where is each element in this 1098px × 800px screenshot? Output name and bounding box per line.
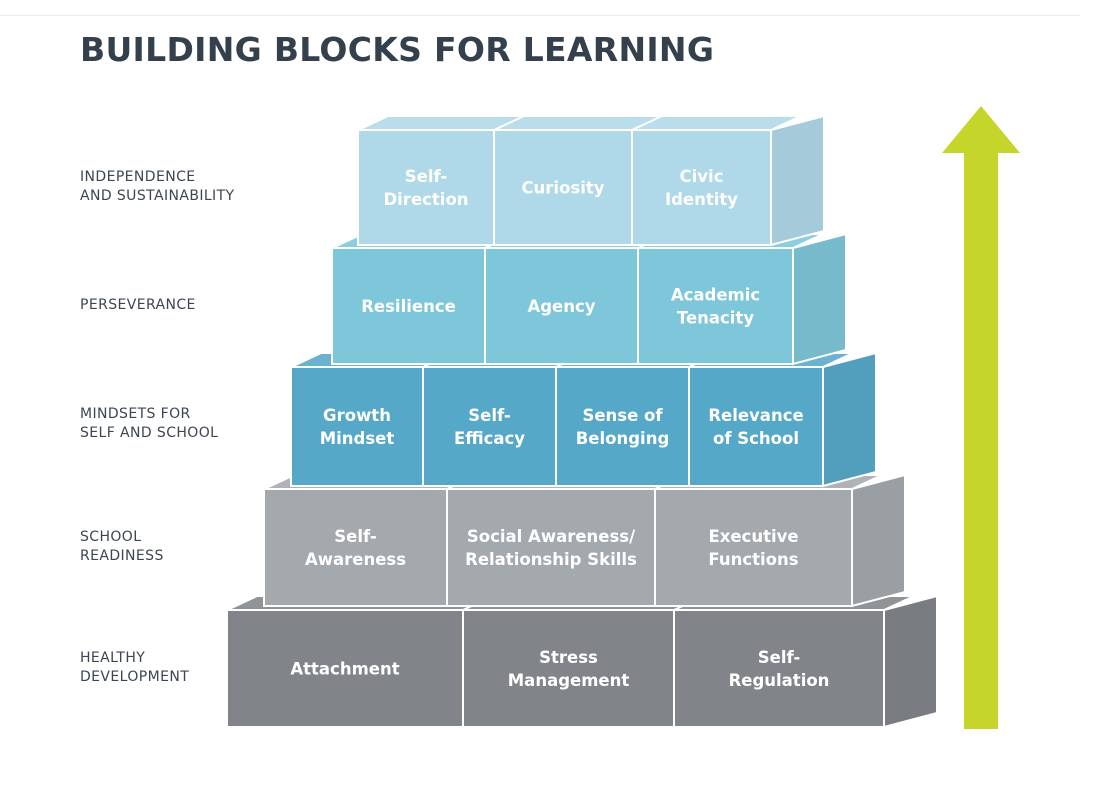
tier-top-face <box>357 115 802 131</box>
block-label-line: Self- <box>468 406 510 425</box>
block-label-line: Academic <box>671 286 760 305</box>
block-label-line: Relationship Skills <box>465 550 637 569</box>
block-4-2: Agency <box>484 233 639 365</box>
block-seam <box>290 352 322 368</box>
block-face <box>555 366 690 487</box>
tier-label-line: AND SUSTAINABILITY <box>80 188 235 204</box>
tier-label-2: SCHOOL READINESS <box>80 528 270 566</box>
tier-2: Self- Awareness Social Awareness/Relations… <box>263 473 906 608</box>
block-seam <box>631 115 663 131</box>
block-face <box>357 129 495 246</box>
block-1-3: Self- Regulation <box>673 595 885 728</box>
block-label-line: Stress <box>539 648 598 667</box>
block-5-2: Curiosity <box>493 115 633 246</box>
up-arrow-icon <box>942 106 1020 729</box>
block-4-1: Resilience <box>331 233 486 365</box>
tier-label-3: MINDSETS FOR SELF AND SCHOOL <box>80 405 270 443</box>
block-3-3: Sense of Belonging <box>555 352 690 487</box>
block-label-line: Direction <box>383 190 468 209</box>
block-label-line: Attachment <box>290 660 399 679</box>
block-label-line: Relevance <box>708 406 803 425</box>
tier-side-face <box>770 114 825 247</box>
top-divider <box>0 15 1080 16</box>
block-3-2: Self- Efficacy <box>422 352 557 487</box>
block-label-line: Executive <box>708 527 798 546</box>
block-face <box>263 488 448 607</box>
tier-label-4: PERSEVERANCE <box>80 296 270 315</box>
block-label-line: Civic <box>680 167 724 186</box>
block-face <box>446 488 656 607</box>
tier-label-line: SCHOOL <box>80 529 142 545</box>
block-face <box>688 366 824 487</box>
block-label-line: Tenacity <box>677 309 754 328</box>
block-face <box>673 609 885 728</box>
block-seam <box>226 595 258 611</box>
block-face <box>422 366 557 487</box>
tier-side-face <box>792 232 847 366</box>
block-label-line: Regulation <box>729 671 830 690</box>
block-label-line: of School <box>713 429 799 448</box>
tier-label-line: SELF AND SCHOOL <box>80 425 219 441</box>
tier-label-line: INDEPENDENCE <box>80 169 196 185</box>
block-3-4: Relevance of School <box>688 352 824 487</box>
block-label-line: Sense of <box>582 406 663 425</box>
block-label-line: Mindset <box>320 429 395 448</box>
block-face <box>493 129 633 246</box>
page-title: BUILDING BLOCKS FOR LEARNING <box>80 30 715 69</box>
block-label-line: Agency <box>527 297 595 316</box>
block-face <box>484 247 639 365</box>
block-label-line: Functions <box>708 550 798 569</box>
block-label-line: Curiosity <box>521 179 604 198</box>
block-label-line: Self- <box>334 527 376 546</box>
block-2-2: Social Awareness/Relationship Skills <box>446 474 656 607</box>
block-label-line: Belonging <box>576 429 670 448</box>
block-seam <box>357 115 389 131</box>
block-label-line: Efficacy <box>454 429 525 448</box>
block-label-line: Self- <box>758 648 800 667</box>
block-label-line: Growth <box>323 406 391 425</box>
block-seam <box>493 115 525 131</box>
block-face <box>226 609 464 728</box>
block-label-line: Awareness <box>305 550 406 569</box>
block-seam <box>263 474 295 490</box>
block-label-line: Self- <box>405 167 447 186</box>
block-face <box>331 247 486 365</box>
block-face <box>637 247 794 365</box>
tier-label-line: DEVELOPMENT <box>80 669 190 685</box>
block-2-1: Self- Awareness <box>263 474 448 607</box>
block-face <box>290 366 424 487</box>
block-face <box>462 609 675 728</box>
tier-label-line: READINESS <box>80 548 164 564</box>
tier-label-line: PERSEVERANCE <box>80 297 196 313</box>
block-label-line: Identity <box>665 190 738 209</box>
tier-side-face <box>883 594 938 729</box>
block-5-1: Self- Direction <box>357 115 495 246</box>
block-label-line: Management <box>508 671 630 690</box>
tier-label-line: HEALTHY <box>80 650 146 666</box>
tier-label-1: HEALTHY DEVELOPMENT <box>80 649 270 687</box>
tier-label-line: MINDSETS FOR <box>80 406 191 422</box>
block-face <box>654 488 853 607</box>
block-face <box>631 129 772 246</box>
tier-side-face <box>851 473 906 608</box>
block-label-line: Resilience <box>361 297 456 316</box>
block-1-1: Attachment <box>226 595 464 728</box>
tier-label-5: INDEPENDENCE AND SUSTAINABILITY <box>80 168 270 206</box>
tier-side-face <box>822 351 877 488</box>
block-label-line: Social Awareness/ <box>467 527 636 546</box>
